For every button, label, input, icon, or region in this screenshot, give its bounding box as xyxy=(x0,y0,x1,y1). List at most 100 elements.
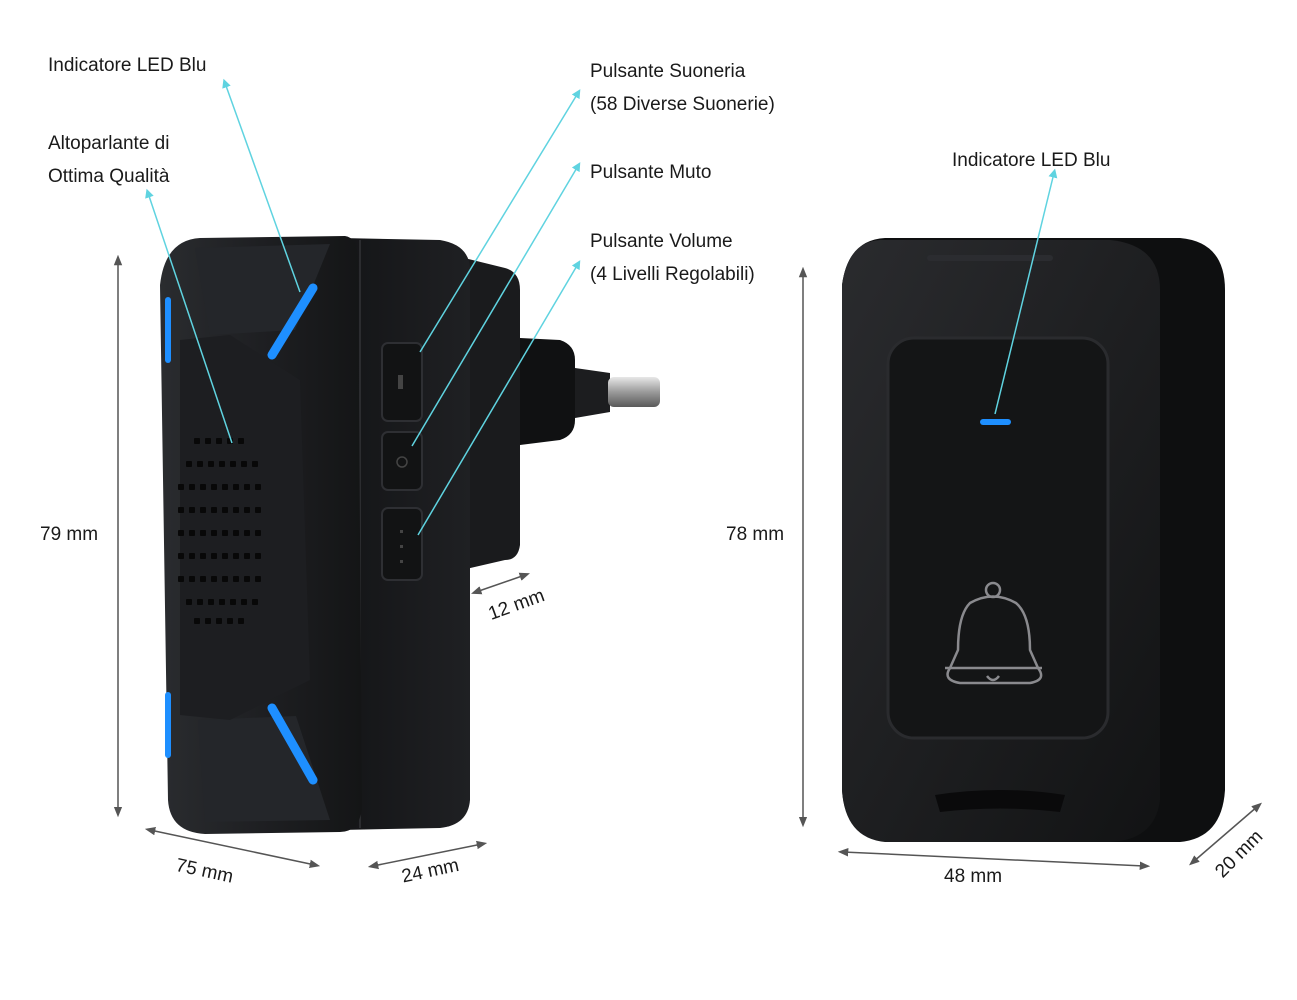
grill-hole xyxy=(244,507,250,513)
grill-hole xyxy=(216,438,222,444)
grill-hole xyxy=(227,618,233,624)
grill-hole xyxy=(211,484,217,490)
grill-hole xyxy=(219,599,225,605)
grill-hole xyxy=(252,599,258,605)
grill-hole xyxy=(222,530,228,536)
grill-hole xyxy=(211,530,217,536)
grill-hole xyxy=(178,553,184,559)
grill-hole xyxy=(233,484,239,490)
grill-hole xyxy=(244,530,250,536)
dim-line-plug-depth xyxy=(471,572,530,595)
dimension-lines xyxy=(113,254,1262,870)
plug-collar xyxy=(575,368,610,418)
grill-hole xyxy=(238,438,244,444)
grill-hole xyxy=(233,576,239,582)
grill-hole xyxy=(222,507,228,513)
grill-hole xyxy=(222,484,228,490)
mute-button[interactable] xyxy=(381,431,423,491)
grill-hole xyxy=(189,576,195,582)
grill-hole xyxy=(255,530,261,536)
doorbell-button-device xyxy=(842,238,1225,842)
callout-ringtone-line1: Pulsante Suoneria xyxy=(590,61,746,82)
grill-hole xyxy=(197,461,203,467)
grill-hole xyxy=(208,461,214,467)
dim-line-button-depth xyxy=(1189,802,1262,866)
callout-volume-line2: (4 Livelli Regolabili) xyxy=(590,264,755,285)
plug-pin xyxy=(608,377,660,407)
callout-line-speaker xyxy=(145,188,233,444)
button-bottom-vent xyxy=(935,790,1065,812)
grill-hole xyxy=(205,438,211,444)
grill-hole xyxy=(194,618,200,624)
callout-mute: Pulsante Muto xyxy=(590,162,712,183)
callout-ringtone-line2: (58 Diverse Suonerie) xyxy=(590,94,775,115)
speaker-grill xyxy=(178,438,261,624)
callout-line-led-left xyxy=(222,78,301,293)
grill-hole xyxy=(178,530,184,536)
grill-hole xyxy=(241,461,247,467)
callout-line-ringtone xyxy=(419,89,581,353)
dim-line-receiver-width xyxy=(144,826,321,869)
grill-hole xyxy=(230,461,236,467)
grill-hole xyxy=(200,484,206,490)
grill-hole xyxy=(255,484,261,490)
grill-hole xyxy=(255,507,261,513)
grill-hole xyxy=(200,553,206,559)
dim-button-width: 48 mm xyxy=(944,866,1003,887)
grill-hole xyxy=(205,618,211,624)
bell-icon xyxy=(945,581,1043,685)
callout-line-led-right xyxy=(994,168,1058,415)
grill-hole xyxy=(230,599,236,605)
grill-hole xyxy=(255,576,261,582)
grill-hole xyxy=(255,553,261,559)
grill-hole xyxy=(178,576,184,582)
grill-hole xyxy=(200,530,206,536)
grill-hole xyxy=(189,553,195,559)
grill-hole xyxy=(197,599,203,605)
grill-hole xyxy=(189,507,195,513)
dim-line-button-width xyxy=(837,848,1151,870)
grill-hole xyxy=(189,484,195,490)
grill-hole xyxy=(219,461,225,467)
grill-hole xyxy=(211,507,217,513)
callout-speaker-line1: Altoparlante di xyxy=(48,133,170,154)
callout-lines xyxy=(145,78,1058,536)
grill-hole xyxy=(244,484,250,490)
dim-line-receiver-depth xyxy=(367,840,488,870)
callout-led-right: Indicatore LED Blu xyxy=(952,150,1111,171)
grill-hole xyxy=(186,599,192,605)
grill-hole xyxy=(244,553,250,559)
dim-button-height: 78 mm xyxy=(726,524,785,545)
grill-hole xyxy=(244,576,250,582)
grill-hole xyxy=(211,553,217,559)
grill-hole xyxy=(222,553,228,559)
grill-hole xyxy=(233,530,239,536)
grill-hole xyxy=(200,576,206,582)
callout-led-left: Indicatore LED Blu xyxy=(48,55,207,76)
grill-hole xyxy=(194,438,200,444)
dim-receiver-height: 79 mm xyxy=(40,524,99,545)
led-strip-bottom-right xyxy=(267,703,318,785)
grill-hole xyxy=(233,553,239,559)
grill-hole xyxy=(178,507,184,513)
plug-base xyxy=(520,338,575,445)
grill-hole xyxy=(178,484,184,490)
callout-line-volume xyxy=(417,260,581,536)
grill-hole xyxy=(241,599,247,605)
receiver-device xyxy=(160,236,660,834)
callout-line-mute xyxy=(411,162,581,447)
grill-hole xyxy=(216,618,222,624)
grill-hole xyxy=(233,507,239,513)
led-strip-top-right xyxy=(267,283,318,360)
callout-speaker-line2: Ottima Qualità xyxy=(48,166,170,187)
grill-hole xyxy=(211,576,217,582)
callout-volume-line1: Pulsante Volume xyxy=(590,231,733,252)
grill-hole xyxy=(252,461,258,467)
volume-button[interactable] xyxy=(381,507,423,581)
grill-hole xyxy=(238,618,244,624)
button-face[interactable] xyxy=(886,336,1110,740)
grill-hole xyxy=(222,576,228,582)
grill-hole xyxy=(200,507,206,513)
front-facet-bottom xyxy=(198,716,330,822)
